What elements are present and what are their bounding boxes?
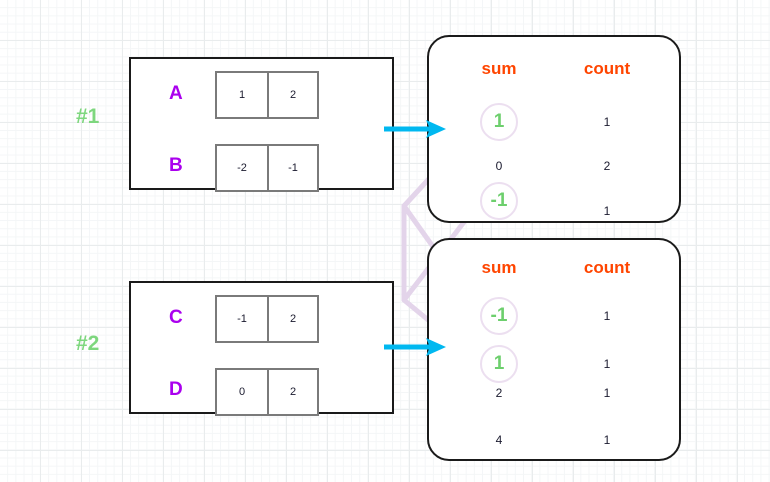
row-letter-A: A (169, 83, 183, 104)
pair-box-A: 1 2 (215, 71, 319, 119)
cell-A-1: 2 (267, 73, 317, 117)
panel-1-count-1: 2 (603, 159, 611, 173)
panel-1-sum-2: -1 (490, 190, 508, 211)
cell-D-0: 0 (238, 386, 246, 398)
panel-1-header-count: count (583, 59, 631, 78)
pair-box-D: 0 2 (215, 368, 319, 416)
group-box-1: A 1 2 B -2 -1 (129, 57, 394, 192)
panel-1-sum-circle-0 (480, 103, 518, 141)
cell-C-1: 2 (267, 297, 317, 341)
cell-D-1: 2 (267, 370, 317, 414)
panel-1-sum-1: 0 (495, 159, 503, 173)
panel-1-count-2: 1 (603, 204, 611, 218)
panel-2-sum-2: 2 (495, 386, 503, 400)
panel-2-header-sum: sum (481, 258, 517, 277)
panel-2-count-0: 1 (603, 309, 611, 323)
panel-1-header-sum: sum (481, 59, 517, 78)
panel-2-sum-3: 4 (495, 433, 503, 447)
group-label-2: #2 (76, 332, 100, 355)
panel-2-sum-1: 1 (493, 353, 505, 374)
panel-2-sum-0: -1 (490, 305, 508, 326)
panel-1: sum count 1 1 0 2 -1 1 (427, 35, 681, 223)
panel-1-sum-circle-2 (480, 182, 518, 220)
cell-A-0: 1 (238, 89, 246, 101)
panel-1-count-0: 1 (603, 115, 611, 129)
panel-2-count-1: 1 (603, 357, 611, 371)
cell-B-1: -1 (267, 146, 317, 190)
panel-2: sum count -1 1 1 1 2 1 4 1 (427, 238, 681, 461)
row-letter-B: B (169, 155, 183, 176)
group-label-1: #1 (76, 105, 100, 128)
cell-B-0: -2 (237, 162, 247, 174)
panel-2-sum-circle-1 (480, 345, 518, 383)
pair-box-B: -2 -1 (215, 144, 319, 192)
panel-2-count-3: 1 (603, 433, 611, 447)
panel-1-sum-0: 1 (493, 111, 505, 132)
panel-2-header-count: count (583, 258, 631, 277)
row-letter-D: D (169, 379, 183, 400)
pair-box-C: -1 2 (215, 295, 319, 343)
panel-2-count-2: 1 (603, 386, 611, 400)
group-box-2: C -1 2 D 0 2 (129, 281, 394, 416)
row-letter-C: C (169, 307, 183, 328)
cell-C-0: -1 (237, 313, 247, 325)
panel-2-sum-circle-0 (480, 297, 518, 335)
